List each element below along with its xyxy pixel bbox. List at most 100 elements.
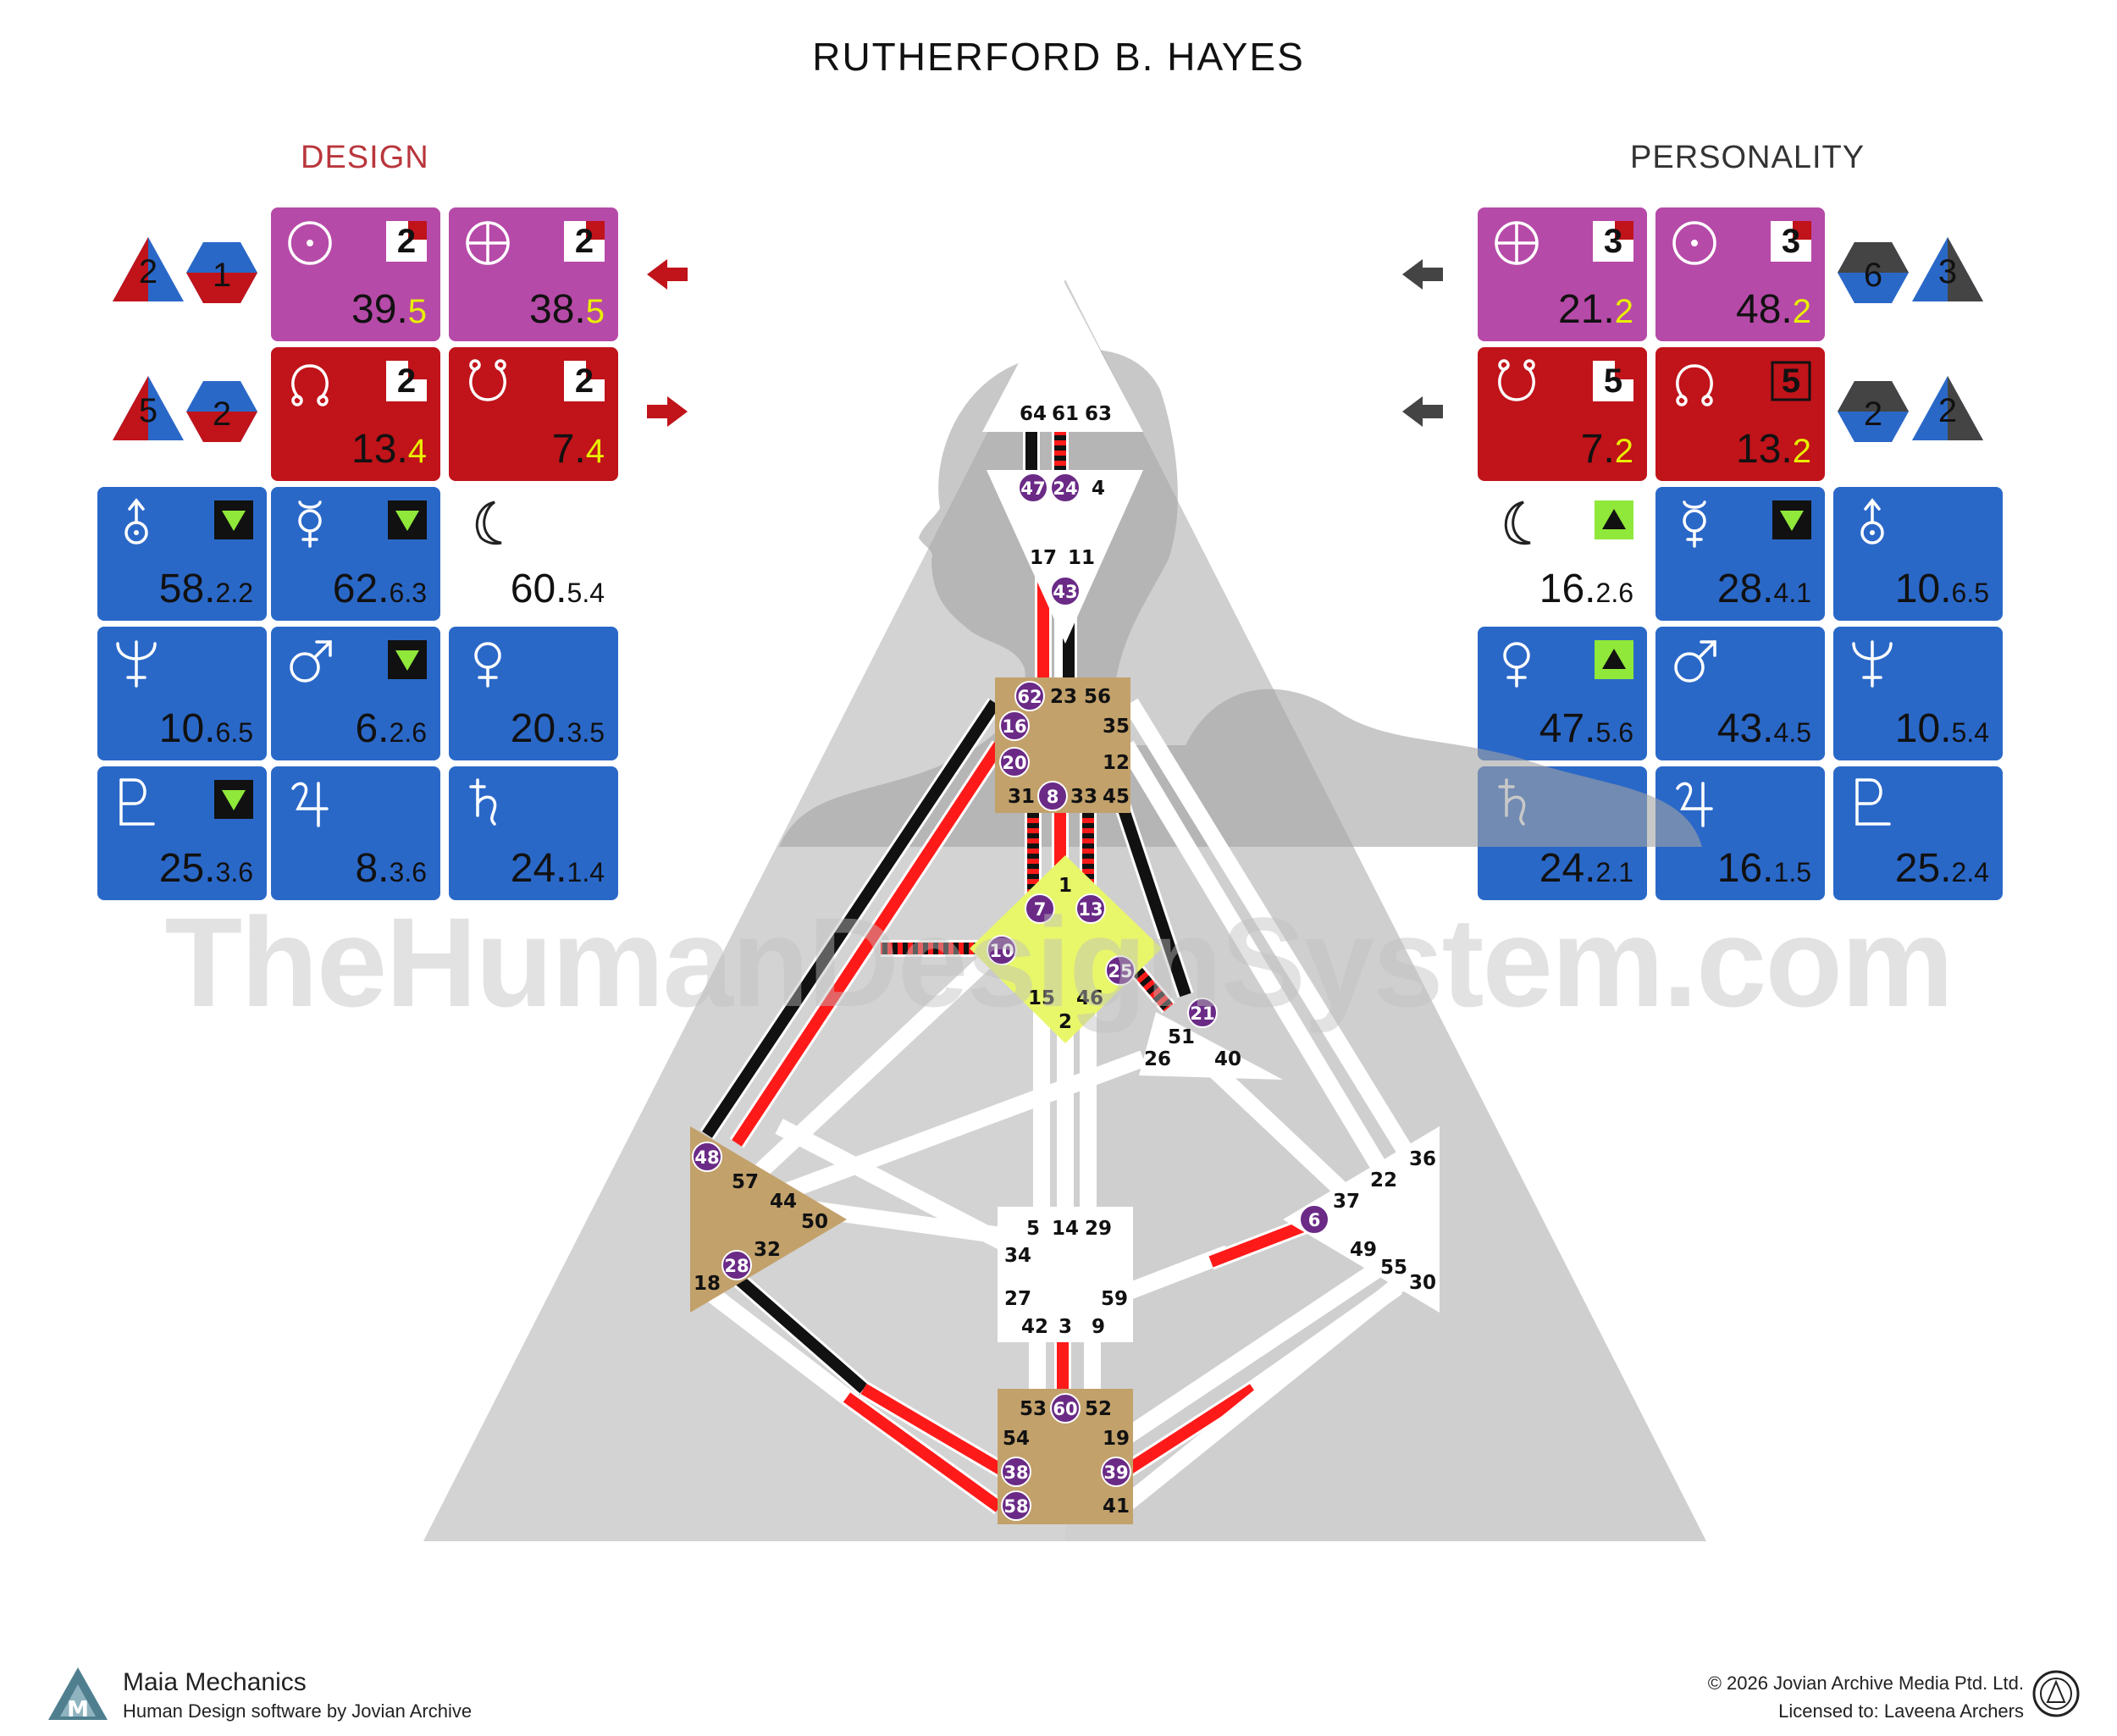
- design-activation-jupiter[interactable]: 8.3.6: [271, 766, 440, 900]
- gate-22-label[interactable]: 22: [1370, 1169, 1397, 1191]
- gate-58-marker[interactable]: [1001, 1490, 1031, 1521]
- gate-59-label[interactable]: 59: [1101, 1288, 1128, 1310]
- gate-21-marker[interactable]: [1187, 998, 1218, 1028]
- channel-18-58b: [842, 1390, 1004, 1515]
- g-center[interactable]: [970, 855, 1162, 1043]
- heart-center[interactable]: [1139, 1012, 1283, 1080]
- gate-64-label[interactable]: 64: [1020, 403, 1047, 425]
- gate-6-marker[interactable]: [1299, 1204, 1329, 1235]
- gate-41-label[interactable]: 41: [1103, 1496, 1130, 1518]
- design-activation-pluto[interactable]: 25.3.6: [97, 766, 267, 900]
- gate-44-label[interactable]: 44: [770, 1191, 797, 1213]
- gate-number: 39: [351, 287, 397, 332]
- gate-7-marker[interactable]: [1025, 893, 1055, 924]
- line-color-tone: 2.2: [215, 578, 253, 608]
- gate-15-label[interactable]: 15: [1028, 987, 1055, 1009]
- gate-34-label[interactable]: 34: [1004, 1245, 1031, 1267]
- gate-62-marker[interactable]: [1014, 681, 1045, 711]
- design-activation-saturn[interactable]: 24.1.4: [449, 766, 618, 900]
- gate-13-marker[interactable]: [1075, 893, 1106, 924]
- design-activation-mercury[interactable]: 62.6.3: [271, 487, 440, 621]
- gate-31-label[interactable]: 31: [1008, 786, 1035, 808]
- gate-40-label[interactable]: 40: [1214, 1048, 1241, 1070]
- gate-39-marker[interactable]: [1101, 1457, 1131, 1487]
- head-center[interactable]: [982, 279, 1143, 432]
- gate-2-label[interactable]: 2: [1058, 1011, 1072, 1033]
- line-number: 4: [585, 433, 605, 470]
- gate-8-marker[interactable]: [1037, 781, 1068, 811]
- gate-46-label[interactable]: 46: [1076, 987, 1103, 1009]
- gate-43-marker[interactable]: [1050, 576, 1081, 606]
- gate-36-label[interactable]: 36: [1409, 1148, 1436, 1170]
- ajna-center[interactable]: [987, 470, 1143, 644]
- gate-60-marker[interactable]: [1050, 1393, 1081, 1424]
- gate-32-label[interactable]: 32: [754, 1239, 781, 1261]
- personality-activation-mercury[interactable]: 28.4.1: [1655, 487, 1825, 621]
- gate-49-label[interactable]: 49: [1350, 1239, 1377, 1261]
- gate-19-label[interactable]: 19: [1103, 1428, 1130, 1450]
- gate-4-label[interactable]: 4: [1092, 478, 1105, 500]
- design-activation-neptune[interactable]: 10.6.5: [97, 627, 267, 760]
- gate-51-label[interactable]: 51: [1168, 1026, 1195, 1048]
- gate-53-label[interactable]: 53: [1020, 1398, 1047, 1420]
- gate-24-marker[interactable]: [1050, 473, 1081, 503]
- gate-38-marker[interactable]: [1001, 1457, 1031, 1487]
- gate-9-label[interactable]: 9: [1092, 1316, 1105, 1338]
- design-activation-moon[interactable]: 60.5.4: [449, 487, 618, 621]
- gate-54-label[interactable]: 54: [1003, 1428, 1030, 1450]
- gate-16-marker[interactable]: [999, 710, 1030, 741]
- gate-28-marker[interactable]: [721, 1250, 752, 1280]
- gate-47-marker[interactable]: [1018, 473, 1048, 503]
- gate-23-label[interactable]: 23: [1050, 686, 1077, 708]
- sacral-center[interactable]: [998, 1207, 1133, 1342]
- gate-57-label[interactable]: 57: [732, 1171, 759, 1193]
- gate-61-label[interactable]: 61: [1052, 403, 1079, 425]
- gate-12-label[interactable]: 12: [1103, 752, 1130, 774]
- activation-value: 10.6.5: [158, 706, 253, 751]
- design-activation-uranus[interactable]: 58.2.2: [97, 487, 267, 621]
- gate-63-label[interactable]: 63: [1085, 403, 1112, 425]
- gate-29-label[interactable]: 29: [1085, 1218, 1112, 1240]
- personality-activation-moon[interactable]: 16.2.6: [1478, 487, 1647, 621]
- gate-20-marker[interactable]: [999, 747, 1030, 777]
- gate-1-label[interactable]: 1: [1058, 875, 1072, 897]
- gate-10-marker[interactable]: [987, 935, 1017, 965]
- gate-56-label[interactable]: 56: [1084, 686, 1111, 708]
- gate-14-label[interactable]: 14: [1052, 1218, 1079, 1240]
- gate-42-label[interactable]: 42: [1021, 1316, 1048, 1338]
- gate-33-label[interactable]: 33: [1070, 786, 1097, 808]
- gate-35-label[interactable]: 35: [1103, 716, 1130, 738]
- gate-48-marker[interactable]: [692, 1142, 722, 1172]
- personality-activation-venus[interactable]: 47.5.6: [1478, 627, 1647, 760]
- gate-11-label[interactable]: 11: [1068, 547, 1095, 569]
- channel-12-22: [1119, 740, 1388, 1174]
- gate-26-label[interactable]: 26: [1144, 1048, 1171, 1070]
- gate-5-label[interactable]: 5: [1026, 1218, 1040, 1240]
- gate-18-label[interactable]: 18: [694, 1273, 721, 1295]
- gate-50-label[interactable]: 50: [801, 1211, 828, 1233]
- solar-plexus-center[interactable]: [1283, 1126, 1440, 1313]
- gate-55-label[interactable]: 55: [1380, 1257, 1407, 1279]
- gate-3-label[interactable]: 3: [1058, 1316, 1072, 1338]
- gate-45-label[interactable]: 45: [1103, 786, 1130, 808]
- personality-activation-mars[interactable]: 43.4.5: [1655, 627, 1825, 760]
- gate-17-label[interactable]: 17: [1030, 547, 1057, 569]
- personality-activation-pluto[interactable]: 25.2.4: [1833, 766, 2003, 900]
- design-activation-mars[interactable]: 6.2.6: [271, 627, 440, 760]
- gate-25-marker[interactable]: [1105, 955, 1136, 986]
- personality-activation-neptune[interactable]: 10.5.4: [1833, 627, 2003, 760]
- gate-27-label[interactable]: 27: [1004, 1288, 1031, 1310]
- gate-30-label[interactable]: 30: [1409, 1272, 1436, 1294]
- gate-52-label[interactable]: 52: [1085, 1398, 1112, 1420]
- gate-37-label[interactable]: 37: [1333, 1191, 1360, 1213]
- design-activation-venus[interactable]: 20.3.5: [449, 627, 618, 760]
- personality-activation-uranus[interactable]: 10.6.5: [1833, 487, 2003, 621]
